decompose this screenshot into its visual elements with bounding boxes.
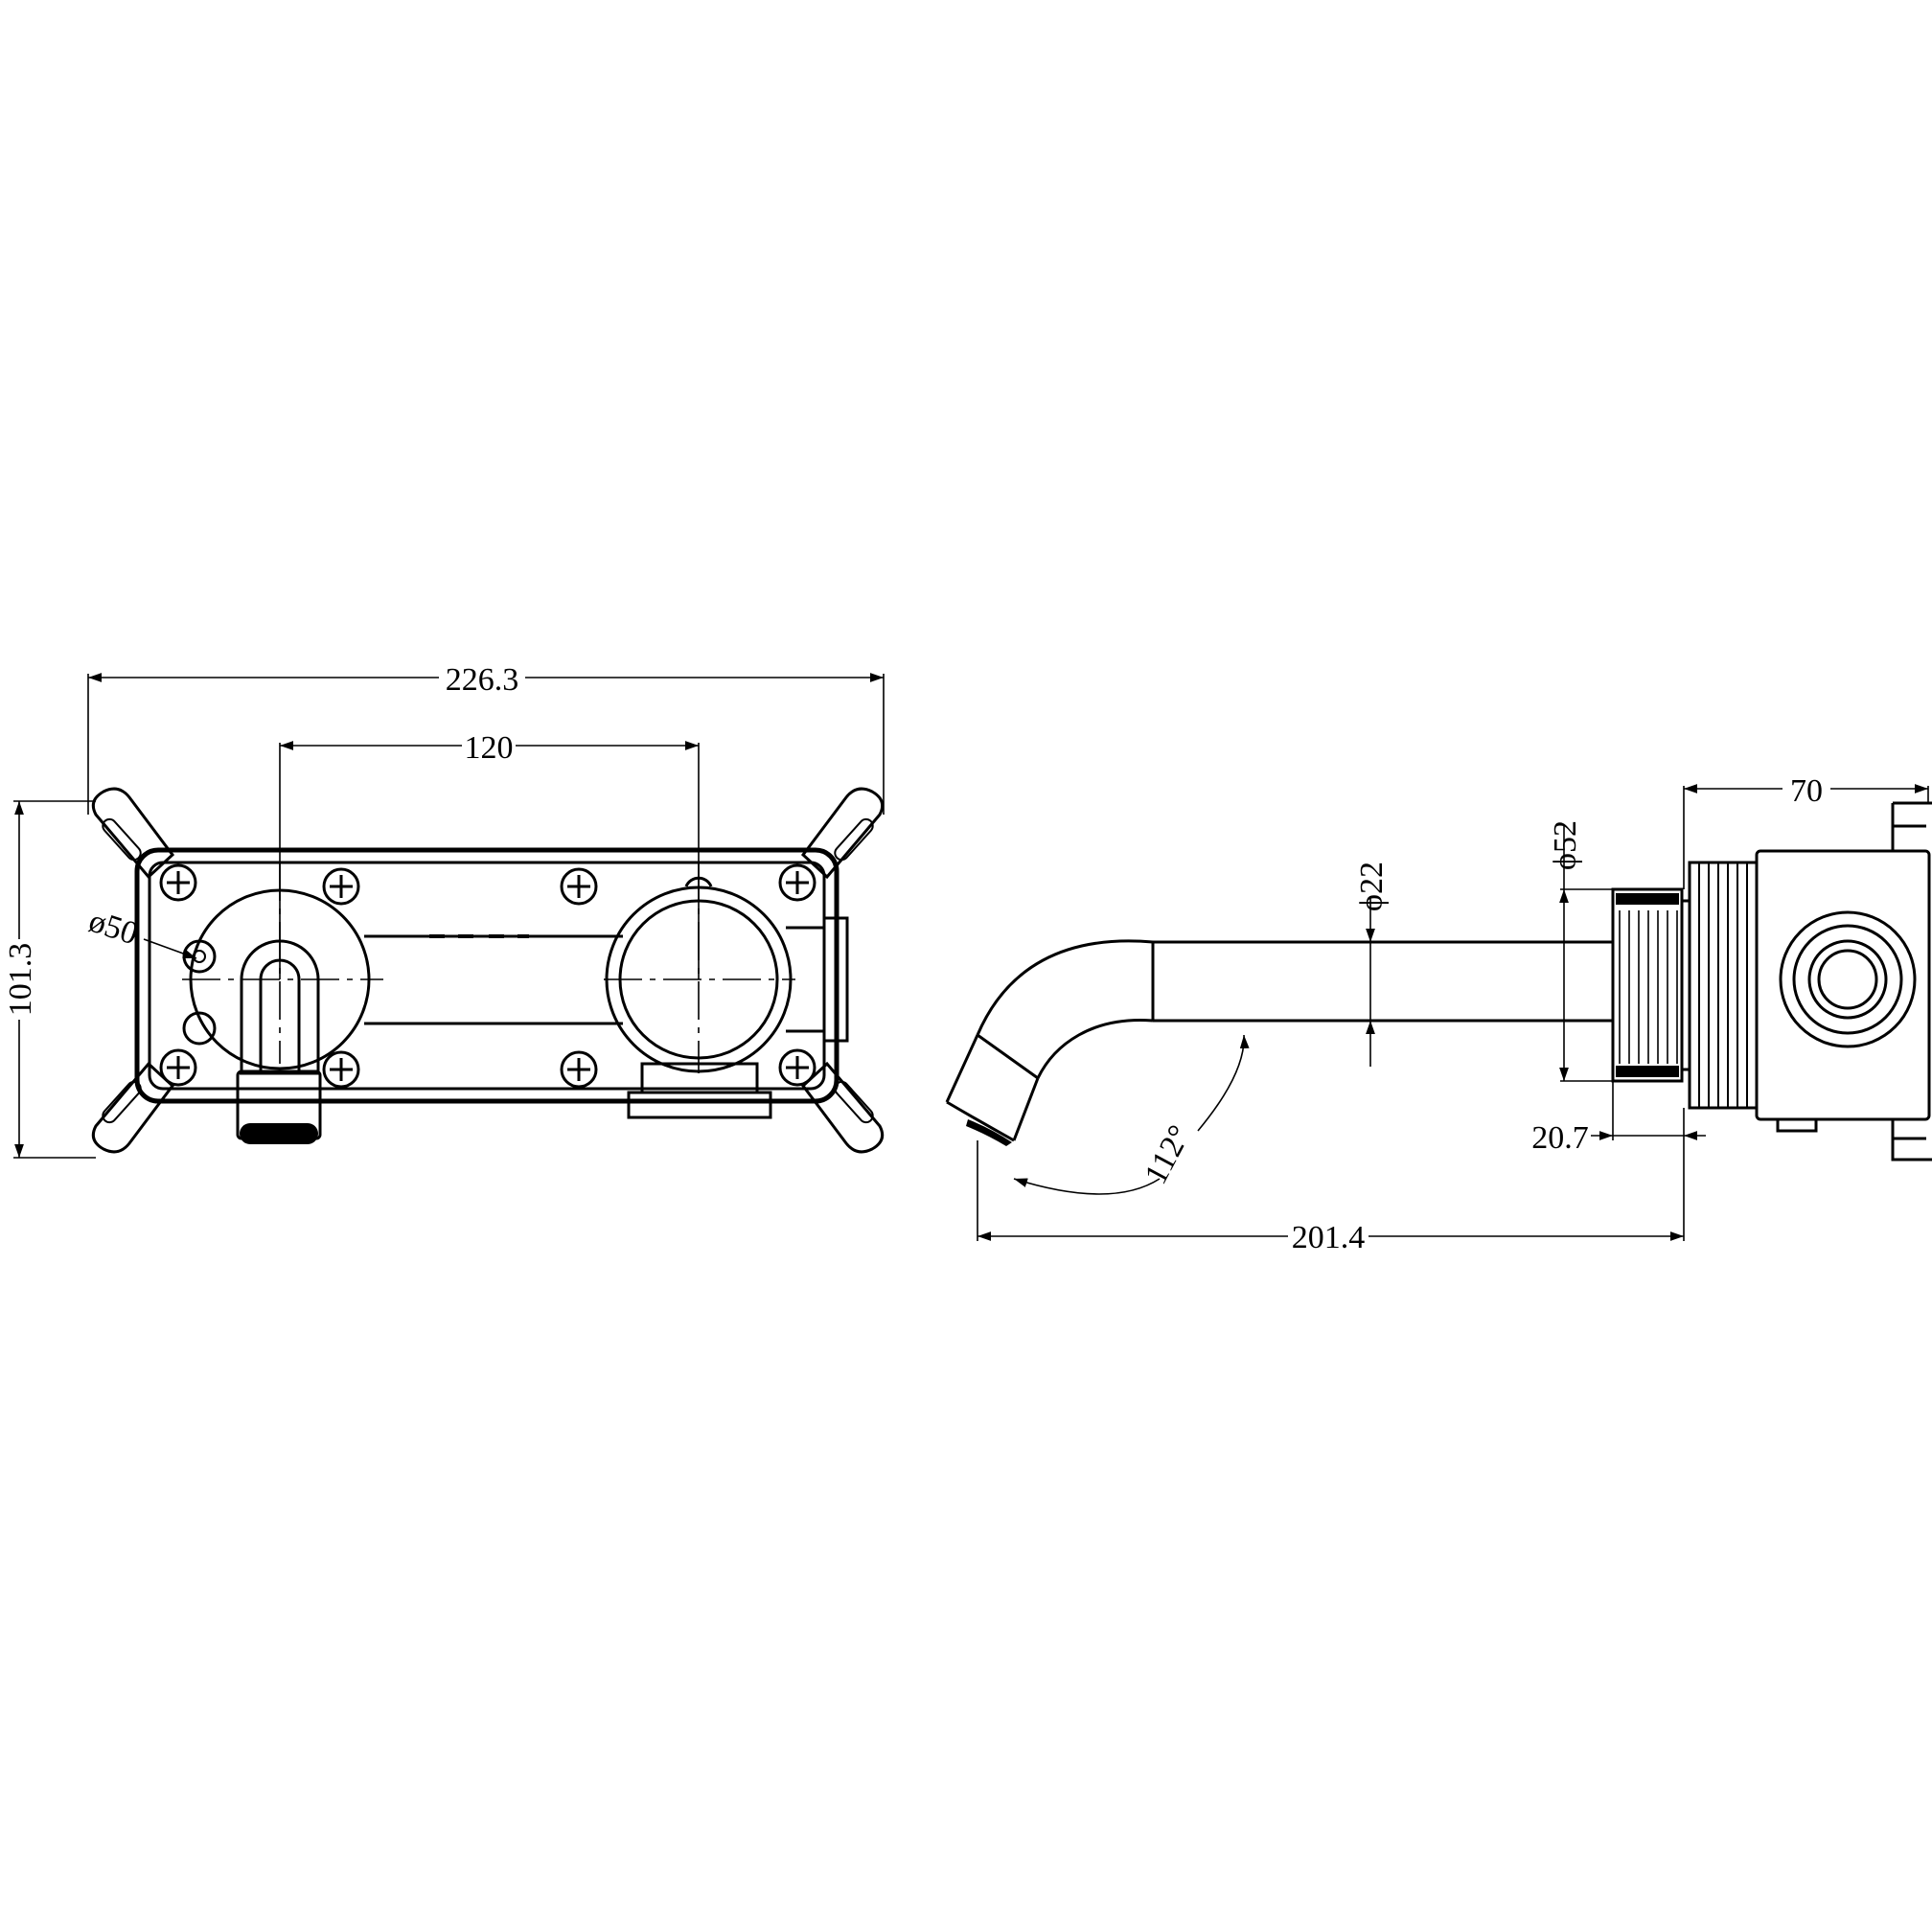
svg-text:ϕ52: ϕ52 — [1548, 820, 1583, 870]
screw-icon — [778, 1048, 816, 1087]
outlet-port — [1779, 910, 1917, 1048]
valve-body-side — [1755, 849, 1931, 1121]
cartridge — [605, 876, 849, 1119]
dimension-flange-diameter: ø50 — [84, 904, 197, 959]
screw-icon — [778, 863, 816, 902]
screw-icon — [159, 1048, 197, 1087]
mounting-lug-top-left — [91, 787, 175, 880]
side-view: ϕ22 ϕ52 70 20.7 201.4 — [945, 773, 1932, 1255]
boss — [182, 939, 217, 974]
dimension-centre-distance: 120 — [280, 730, 699, 979]
dimension-body-depth: 70 — [1684, 773, 1928, 889]
valve-body-outer — [134, 847, 840, 1104]
bottom-tab — [1776, 1117, 1818, 1133]
boss — [182, 1011, 217, 1046]
mounting-lug-top-right — [800, 787, 885, 880]
mounting-lug-bottom-left — [91, 1061, 175, 1154]
threaded-sleeve — [1688, 861, 1759, 1110]
svg-text:101.3: 101.3 — [3, 943, 38, 1017]
svg-text:201.4: 201.4 — [1292, 1220, 1366, 1255]
cover-plate — [1611, 887, 1684, 1083]
screw-icon — [560, 867, 598, 906]
svg-text:112°: 112° — [1138, 1119, 1198, 1189]
dimension-overall-width: 226.3 — [88, 662, 884, 815]
spout — [945, 939, 1613, 1146]
front-view: 226.3 120 101.3 ø50 — [3, 662, 884, 1158]
knurled-ring — [1611, 887, 1684, 1083]
knurl-pattern — [1616, 893, 1679, 1077]
dimension-spout-diameter: ϕ22 — [1354, 862, 1390, 1067]
dimension-overall-height: 101.3 — [3, 801, 96, 1158]
screw-icon — [322, 867, 360, 906]
mounting-lug-side — [1891, 801, 1932, 1162]
dimension-spout-reach: 201.4 — [978, 1140, 1684, 1255]
svg-text:70: 70 — [1790, 773, 1823, 809]
screw-icon — [560, 1050, 598, 1089]
svg-text:20.7: 20.7 — [1531, 1120, 1589, 1156]
svg-text:ø50: ø50 — [84, 904, 142, 953]
svg-text:226.3: 226.3 — [446, 662, 519, 698]
screw-icon — [322, 1050, 360, 1089]
svg-text:120: 120 — [465, 730, 514, 766]
svg-text:ϕ22: ϕ22 — [1354, 862, 1390, 911]
dimension-plate-offset: 20.7 — [1531, 1081, 1706, 1156]
screw-icon — [159, 863, 197, 902]
mounting-lug-bottom-right — [800, 1061, 885, 1154]
water-channel — [364, 934, 623, 1025]
dimension-flange-diameter-side: ϕ52 — [1548, 820, 1613, 1082]
